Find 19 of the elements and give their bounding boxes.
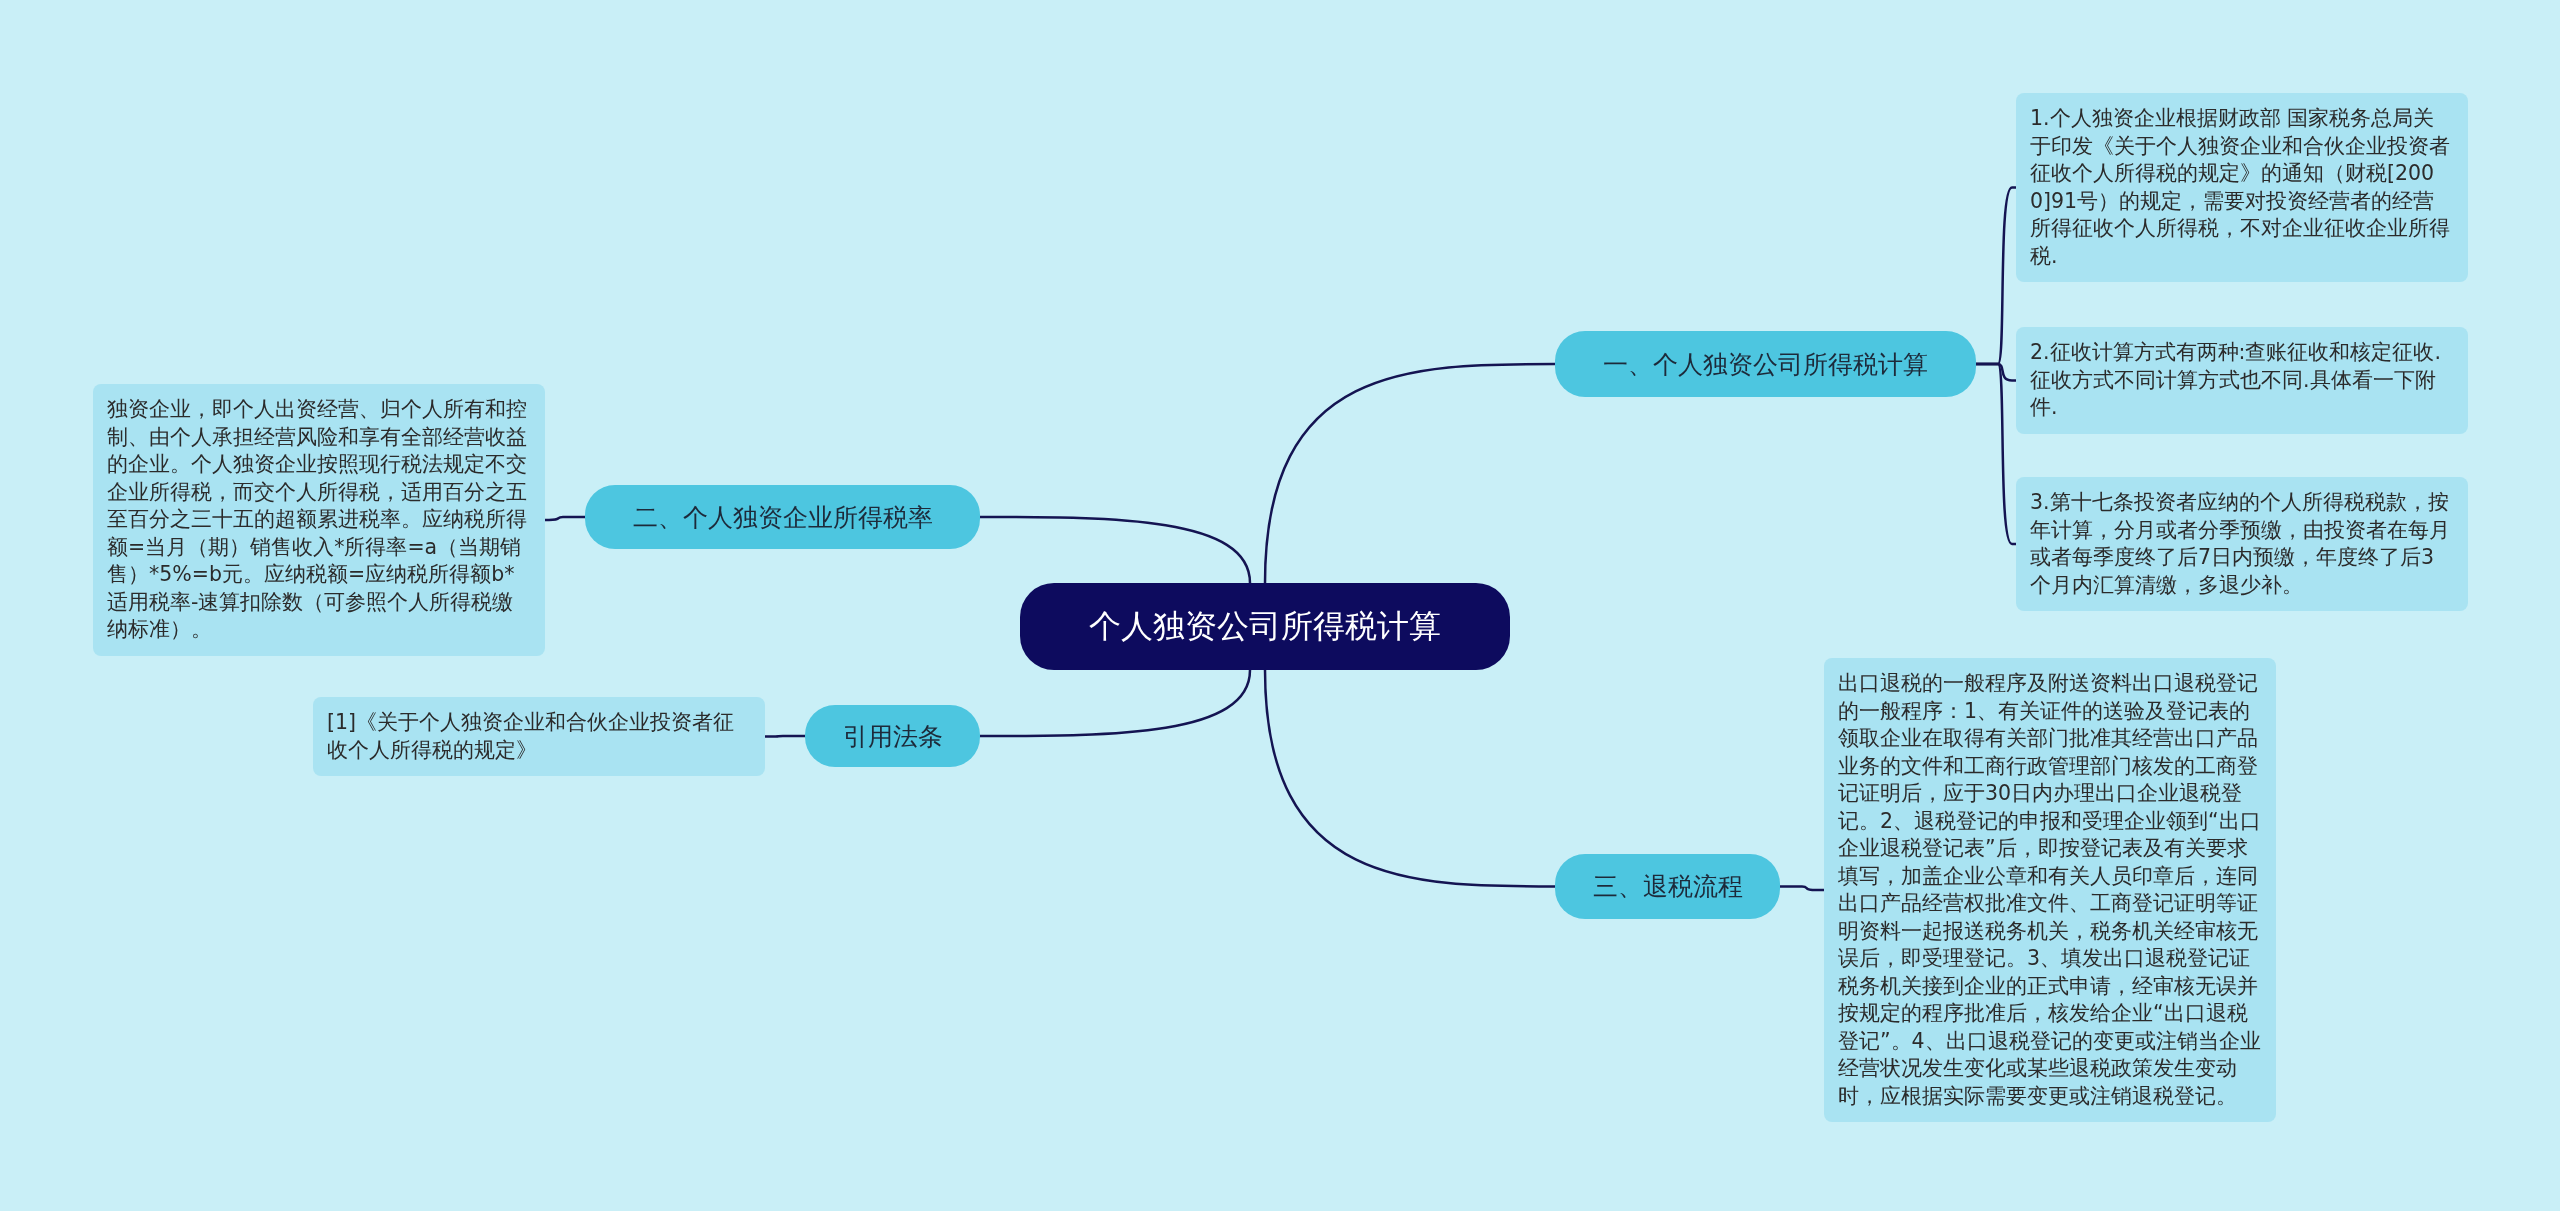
connector-line (545, 515, 585, 522)
topic-pill: 二、个人独资企业所得税率 (585, 485, 980, 549)
connector-line (980, 669, 1252, 738)
note-card: [1]《关于个人独资企业和合伙企业投资者征收个人所得税的规定》 (313, 697, 765, 776)
note-card: 1.个人独资企业根据财政部 国家税务总局关于印发《关于个人独资企业和合伙企业投资者征收个人所得税的规定》的通知（财税[2000]91号）的规定，需要对投资经营者的经营所得征收个人所得税，不对企业征收企业所得税. (2016, 93, 2468, 282)
note-card: 出口退税的一般程序及附送资料出口退税登记的一般程序：1、有关证件的送验及登记表的领取企业在取得有关部门批准其经营出口产品业务的文件和工商行政管理部门核发的工商登记证明后，应于30日内办理出口企业退税登记。2、退税登记的申报和受理企业领到“出口企业退税登记表”后，即按登记表及有关要求填写，加盖企业公章和有关人员印章后，连同出口产品经营权批准文件、工商登记证明等证明资料一起报送税务机关，税务机关经审核无误后，即受理登记。3、填发出口退税登记证税务机关接到企业的正式申请，经审核无误并按规定的程序批准后，核发给企业“出口退税登记”。4、出口退税登记的变更或注销当企业经营状况发生变化或某些退税政策发生变动时，应根据实际需要变更或注销退税登记。 (1824, 658, 2276, 1122)
connector-line (1976, 362, 2016, 546)
note-card: 3.第十七条投资者应纳的个人所得税税款，按年计算，分月或者分季预缴，由投资者在每月或者每季度终了后7日内预缴，年度终了后3个月内汇算清缴，多退少补。 (2016, 477, 2468, 611)
note-card: 独资企业，即个人出资经营、归个人所有和控制、由个人承担经营风险和享有全部经营收益的企业。个人独资企业按照现行税法规定不交企业所得税，而交个人所得税，适用百分之五至百分之三十五的超额累进税率。应纳税所得额=当月（期）销售收入*所得率=a（当期销售）*5%=b元。应纳税额=应纳税所得额b*适用税率-速算扣除数（可参照个人所得税缴纳标准）。 (93, 384, 545, 656)
connector-line (1263, 669, 1555, 888)
central-topic: 个人独资公司所得税计算 (1020, 583, 1510, 670)
topic-pill: 一、个人独资公司所得税计算 (1555, 331, 1976, 397)
connector-line (980, 515, 1252, 584)
topic-pill: 引用法条 (805, 705, 980, 767)
connector-line (765, 734, 805, 738)
note-card: 2.征收计算方式有两种:查账征收和核定征收.征收方式不同计算方式也不同.具体看一下附件. (2016, 327, 2468, 434)
topic-pill: 三、退税流程 (1555, 854, 1780, 919)
connector-line (1263, 362, 1555, 584)
connector-line (1780, 885, 1824, 892)
